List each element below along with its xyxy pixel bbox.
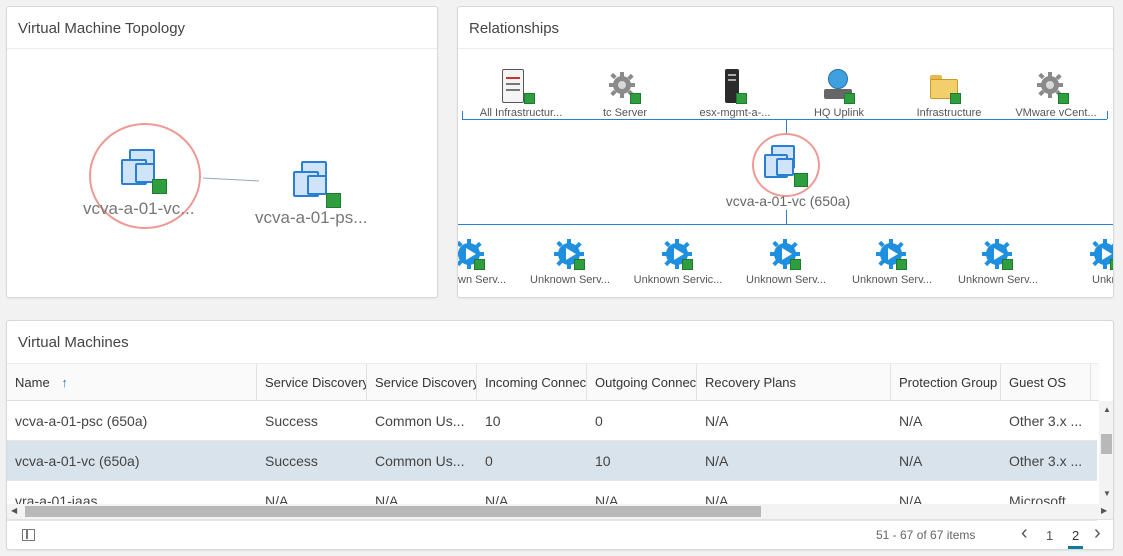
topology-node-label: vcva-a-01-vc... xyxy=(83,199,195,218)
column-header-name[interactable]: Name ↑ xyxy=(7,364,257,401)
relationships-title: Relationships xyxy=(458,7,1113,49)
scroll-up-arrow[interactable]: ▲ xyxy=(1103,405,1111,414)
gear-icon[interactable] xyxy=(1036,69,1069,105)
network-globe-icon[interactable] xyxy=(822,69,855,105)
table-cell: N/A xyxy=(899,413,923,429)
child-label: Unknown Serv... xyxy=(958,274,1038,286)
column-header-protection-group[interactable]: Protection Group xyxy=(891,364,1001,401)
center-node-label: vcva-a-01-vc (650a) xyxy=(725,193,851,209)
topology-panel: Virtual Machine Topology vcva-a-01-vc...… xyxy=(6,6,438,298)
table-cell: N/A xyxy=(899,453,923,469)
prev-page-button[interactable]: ‹ xyxy=(1021,522,1028,544)
vm-node-icon[interactable] xyxy=(764,145,808,189)
service-gear-play-icon[interactable] xyxy=(768,237,801,273)
scroll-left-arrow[interactable]: ◀ xyxy=(11,506,18,515)
column-header-outgoing[interactable]: Outgoing Connec xyxy=(587,364,697,401)
connector-tick xyxy=(1107,111,1108,119)
service-gear-play-icon[interactable] xyxy=(874,237,907,273)
service-gear-play-icon[interactable] xyxy=(458,237,485,273)
gear-icon[interactable] xyxy=(608,69,641,105)
service-gear-play-icon[interactable] xyxy=(1088,237,1113,273)
table-cell: vcva-a-01-vc (650a) xyxy=(15,453,140,469)
connector-tick xyxy=(462,111,463,119)
table-cell: 10 xyxy=(485,413,501,429)
parent-connector xyxy=(462,119,1107,120)
topology-link xyxy=(202,177,260,182)
folder-icon[interactable] xyxy=(928,69,961,105)
parent-label: VMware vCent... xyxy=(1015,107,1097,119)
pagination-summary: 51 - 67 of 67 items xyxy=(876,528,976,542)
table-cell: Other 3.x ... xyxy=(1009,453,1083,469)
column-label: Name xyxy=(15,375,50,390)
child-label: Unknown Serv... xyxy=(746,274,826,286)
parent-label: All Infrastructur... xyxy=(479,107,563,119)
parent-label: HQ Uplink xyxy=(813,107,865,119)
table-cell: N/A xyxy=(705,453,729,469)
child-label: wn Serv... xyxy=(458,274,507,286)
table-header: Name ↑ Service Discovery Service Discove… xyxy=(7,363,1099,401)
table-cell: vcva-a-01-psc (650a) xyxy=(15,413,148,429)
page-2-button[interactable]: 2 xyxy=(1068,528,1084,549)
relationships-panel: Relationships All Infrastructur... xyxy=(457,6,1114,298)
table-cell: Other 3.x ... xyxy=(1009,413,1083,429)
scroll-down-arrow[interactable]: ▼ xyxy=(1103,489,1111,498)
virtual-machines-panel: Virtual Machines Name ↑ Service Discover… xyxy=(6,320,1114,550)
scroll-thumb[interactable] xyxy=(1101,434,1112,454)
parent-label: esx-mgmt-a-... xyxy=(699,107,771,119)
table-cell: Common Us... xyxy=(375,413,465,429)
vms-title: Virtual Machines xyxy=(18,334,129,351)
table-cell: 10 xyxy=(595,453,611,469)
server-doc-icon[interactable] xyxy=(500,69,535,105)
table-row[interactable]: vcva-a-01-vc (650a) Success Common Us... 0 1… xyxy=(7,441,1097,481)
column-header-incoming[interactable]: Incoming Connec xyxy=(477,364,587,401)
table-cell: Common Us... xyxy=(375,453,465,469)
column-header-guest-os[interactable]: Guest OS xyxy=(1001,364,1091,401)
sort-ascending-icon[interactable]: ↑ xyxy=(61,375,68,390)
table-cell: Success xyxy=(265,453,318,469)
column-header-service-discovery-type[interactable]: Service Discovery xyxy=(367,364,477,401)
vm-node-icon[interactable] xyxy=(293,161,341,209)
host-tower-icon[interactable] xyxy=(720,69,752,105)
table-footer: 51 - 67 of 67 items ‹ 1 2 › xyxy=(7,519,1113,549)
page-1-button[interactable]: 1 xyxy=(1046,528,1054,543)
selected-node-ring xyxy=(89,123,201,229)
column-header-po[interactable]: Po xyxy=(1091,364,1099,401)
connector-stem xyxy=(786,210,787,224)
child-connector xyxy=(458,224,1113,225)
column-header-recovery-plans[interactable]: Recovery Plans xyxy=(697,364,891,401)
scroll-right-arrow[interactable]: ▶ xyxy=(1101,506,1108,515)
child-label: Unknow xyxy=(1092,274,1113,286)
column-header-service-discovery-status[interactable]: Service Discovery xyxy=(257,364,367,401)
table-cell: 0 xyxy=(595,413,603,429)
topology-node-label: vcva-a-01-ps... xyxy=(255,208,368,227)
vm-node-icon[interactable] xyxy=(121,149,169,197)
table-cell: 0 xyxy=(485,453,493,469)
column-toggle-icon[interactable] xyxy=(22,529,35,541)
table-cell: N/A xyxy=(705,413,729,429)
parent-label: tc Server xyxy=(602,107,647,119)
next-page-button[interactable]: › xyxy=(1094,522,1101,544)
vertical-scrollbar[interactable]: ▲ ▼ xyxy=(1099,401,1113,504)
service-gear-play-icon[interactable] xyxy=(552,237,585,273)
service-gear-play-icon[interactable] xyxy=(660,237,693,273)
connector-stem xyxy=(786,119,787,133)
horizontal-scrollbar[interactable]: ◀ ▶ xyxy=(7,504,1113,519)
scroll-thumb[interactable] xyxy=(25,506,761,517)
service-gear-play-icon[interactable] xyxy=(980,237,1013,273)
table-row[interactable]: vcva-a-01-psc (650a) Success Common Us... 1… xyxy=(7,401,1097,441)
topology-title: Virtual Machine Topology xyxy=(7,7,437,49)
selected-node-ring xyxy=(752,133,820,197)
child-label: Unknown Servic... xyxy=(633,274,723,286)
child-label: Unknown Serv... xyxy=(852,274,932,286)
child-label: Unknown Serv... xyxy=(530,274,610,286)
parent-label: Infrastructure xyxy=(916,107,982,119)
table-cell: Success xyxy=(265,413,318,429)
